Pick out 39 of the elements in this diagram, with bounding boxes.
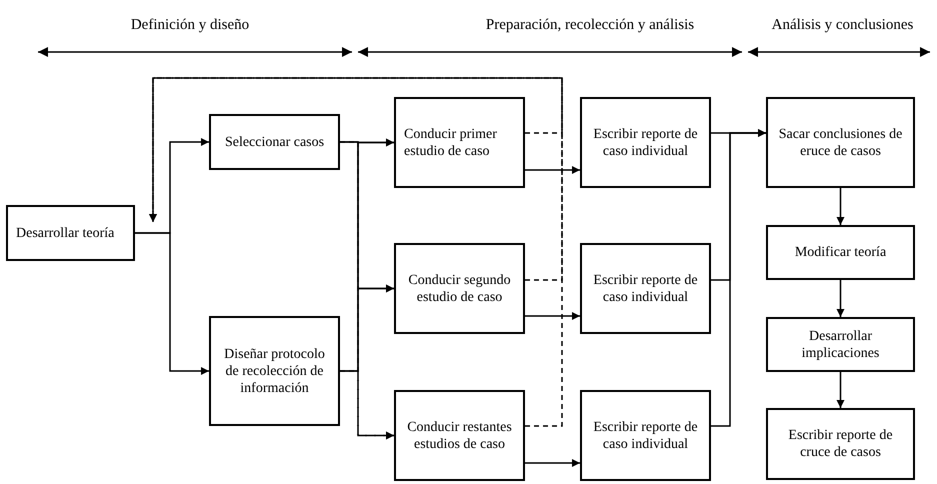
arrow — [525, 166, 580, 174]
process-box — [580, 243, 711, 334]
box-text: Escribir reporte de caso individual — [592, 272, 699, 306]
box-text: Sacar conclusiones de eruce de casos — [778, 126, 904, 160]
box-text: Modificar teoría — [794, 244, 886, 261]
phase-label: Preparación, recolección y análisis — [484, 16, 696, 35]
process-box — [766, 225, 915, 280]
box-text: Desarrollar teoría — [16, 224, 114, 242]
process-box — [209, 114, 340, 170]
arrow — [711, 129, 766, 427]
box-text: Conducir segundo estudio de caso — [407, 272, 512, 306]
phase-label: Definición y diseño — [130, 16, 250, 35]
arrow — [340, 370, 394, 440]
process-box — [580, 97, 711, 188]
box-text: Escribir reporte de caso individual — [592, 418, 699, 452]
process-box — [580, 390, 711, 481]
box-text: Escribir reporte de caso individual — [592, 126, 699, 160]
process-box — [6, 205, 135, 261]
box-text: Conducir restantes estudios de caso — [406, 418, 513, 452]
box-text: Conducir primer estudio de caso — [404, 126, 498, 160]
box-text: Diseñar protocolo de recolección de información — [223, 346, 326, 396]
arrow — [135, 232, 209, 375]
arrow — [149, 77, 563, 427]
arrow — [836, 188, 844, 225]
arrow — [525, 312, 580, 320]
process-box — [394, 97, 525, 188]
phase-label: Análisis y conclusiones — [770, 16, 914, 35]
process-box — [394, 243, 525, 334]
process-box — [394, 390, 525, 481]
box-text: Seleccionar casos — [224, 134, 324, 150]
process-box — [766, 317, 915, 372]
process-box — [766, 97, 915, 188]
box-text: Escribir reporte de cruce de casos — [787, 427, 894, 461]
arrow — [836, 372, 844, 408]
arrow — [525, 459, 580, 467]
box-text: Desarrollar implicaciones — [800, 328, 880, 362]
arrow — [836, 280, 844, 317]
process-box — [209, 316, 340, 426]
process-box — [766, 408, 915, 480]
